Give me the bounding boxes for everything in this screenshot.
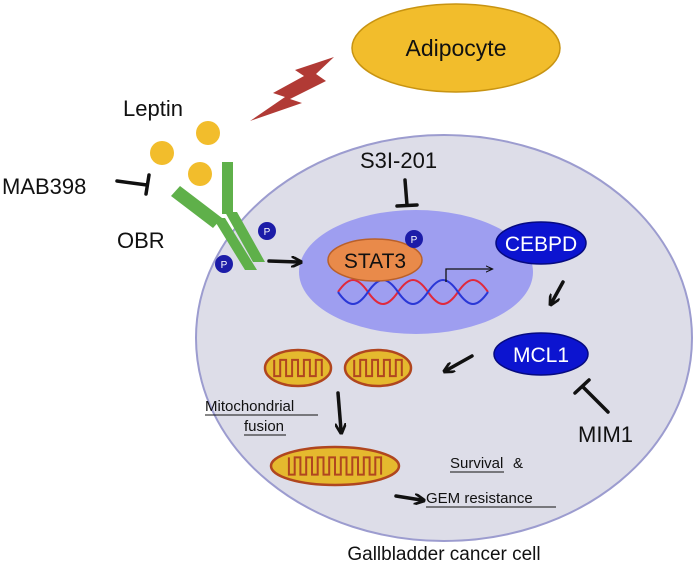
mab398-inhibitor-icon (115, 173, 151, 196)
mitochondrion-left (263, 348, 333, 388)
stat3-label: STAT3 (344, 250, 406, 273)
mim1-inhibitor-icon (573, 378, 610, 414)
cebpd-label: CEBPD (505, 233, 577, 256)
adipocyte-label: Adipocyte (405, 35, 506, 61)
leptin-molecule (188, 162, 212, 186)
obr-receptor (171, 162, 265, 270)
leptin-molecule (196, 121, 220, 145)
obr-label: OBR (117, 228, 165, 253)
leptin-label: Leptin (123, 96, 183, 121)
mito-fusion-label-line1: Mitochondrial (205, 398, 294, 415)
svg-text:P: P (221, 260, 228, 271)
svg-text:P: P (411, 235, 418, 246)
mcl1-protein (493, 332, 589, 376)
leptin-molecule (150, 141, 174, 165)
mcl1-label: MCL1 (513, 344, 569, 367)
fusion-arrow (338, 391, 341, 430)
mim1-label: MIM1 (578, 422, 633, 447)
transcription-arrow-icon (445, 269, 492, 282)
svg-text:P: P (264, 227, 271, 238)
mcl1-to-mitochondria-arrow (447, 354, 474, 370)
dna-strand-blue (337, 279, 489, 305)
phosphate-badge: P (258, 222, 276, 240)
phosphate-badge: P (405, 230, 423, 248)
cell-membrane (195, 134, 693, 542)
gem-resistance-label: GEM resistance (426, 490, 533, 507)
adipocyte-cell (351, 3, 561, 93)
mab398-label: MAB398 (2, 174, 86, 199)
phosphate-badge: P (215, 255, 233, 273)
lightning-bolt-icon (250, 57, 334, 121)
s3i201-label: S3I-201 (360, 148, 437, 173)
dna-strand-red (337, 279, 489, 305)
s3i201-inhibitor-icon (395, 178, 419, 208)
cell-name-label: Gallbladder cancer cell (347, 544, 540, 565)
stat3-protein (327, 238, 423, 282)
receptor-to-stat3-arrow (267, 261, 298, 262)
mito-fusion-label-line2: fusion (244, 418, 284, 435)
nucleus (299, 210, 533, 334)
cebpd-protein (495, 221, 587, 265)
mitochondrion-fused (269, 445, 401, 487)
survival-label: Survival (450, 455, 503, 472)
cebpd-to-mcl1-arrow (552, 280, 565, 302)
survival-arrow (394, 496, 421, 500)
mitochondrion-right (343, 348, 413, 388)
ampersand-label: & (513, 455, 523, 472)
